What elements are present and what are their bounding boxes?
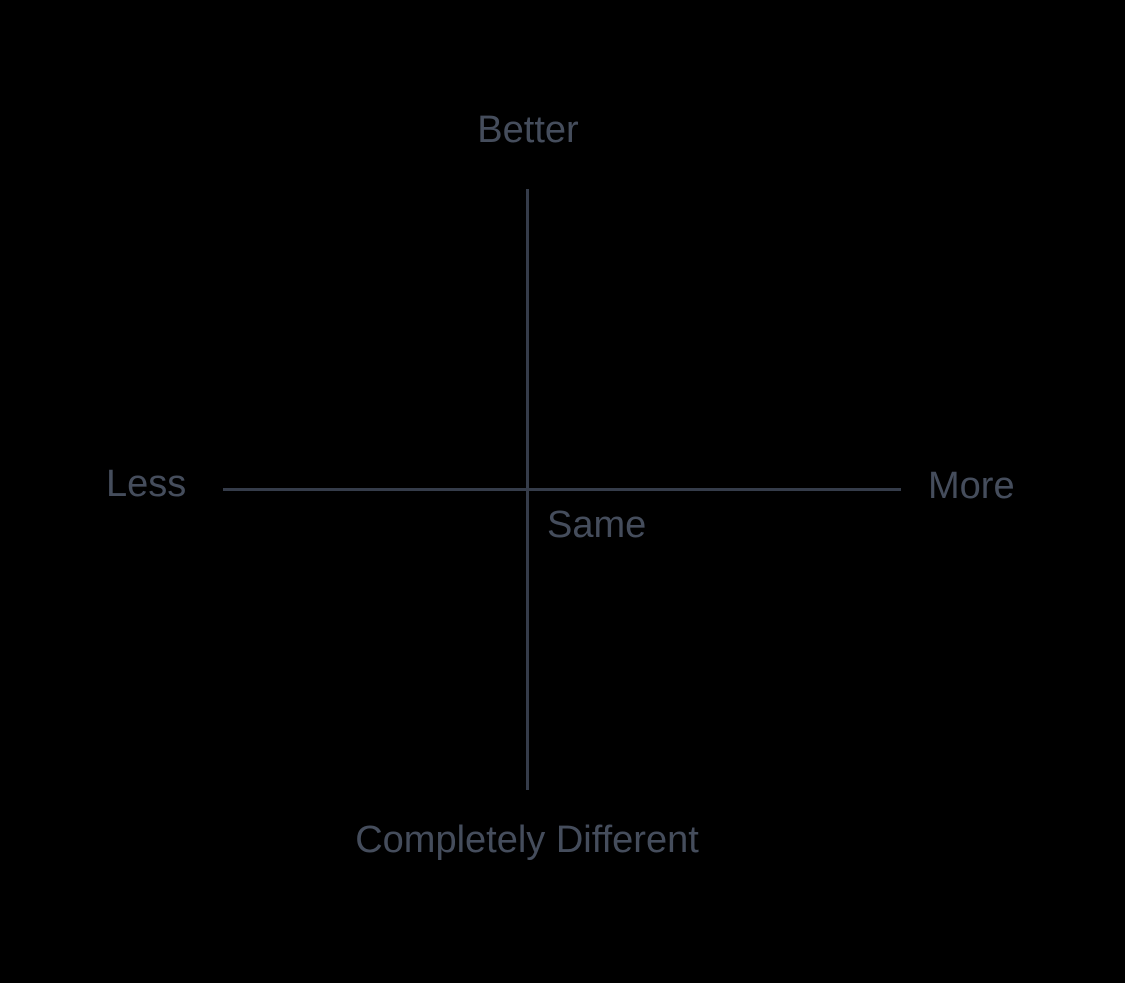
axis-label-less: Less: [106, 463, 187, 505]
axis-label-same: Same: [547, 504, 647, 546]
axis-label-completely-different: Completely Different: [355, 819, 699, 861]
axis-label-more: More: [928, 465, 1015, 507]
horizontal-axis-line: [223, 488, 901, 491]
axis-label-better: Better: [477, 109, 579, 151]
